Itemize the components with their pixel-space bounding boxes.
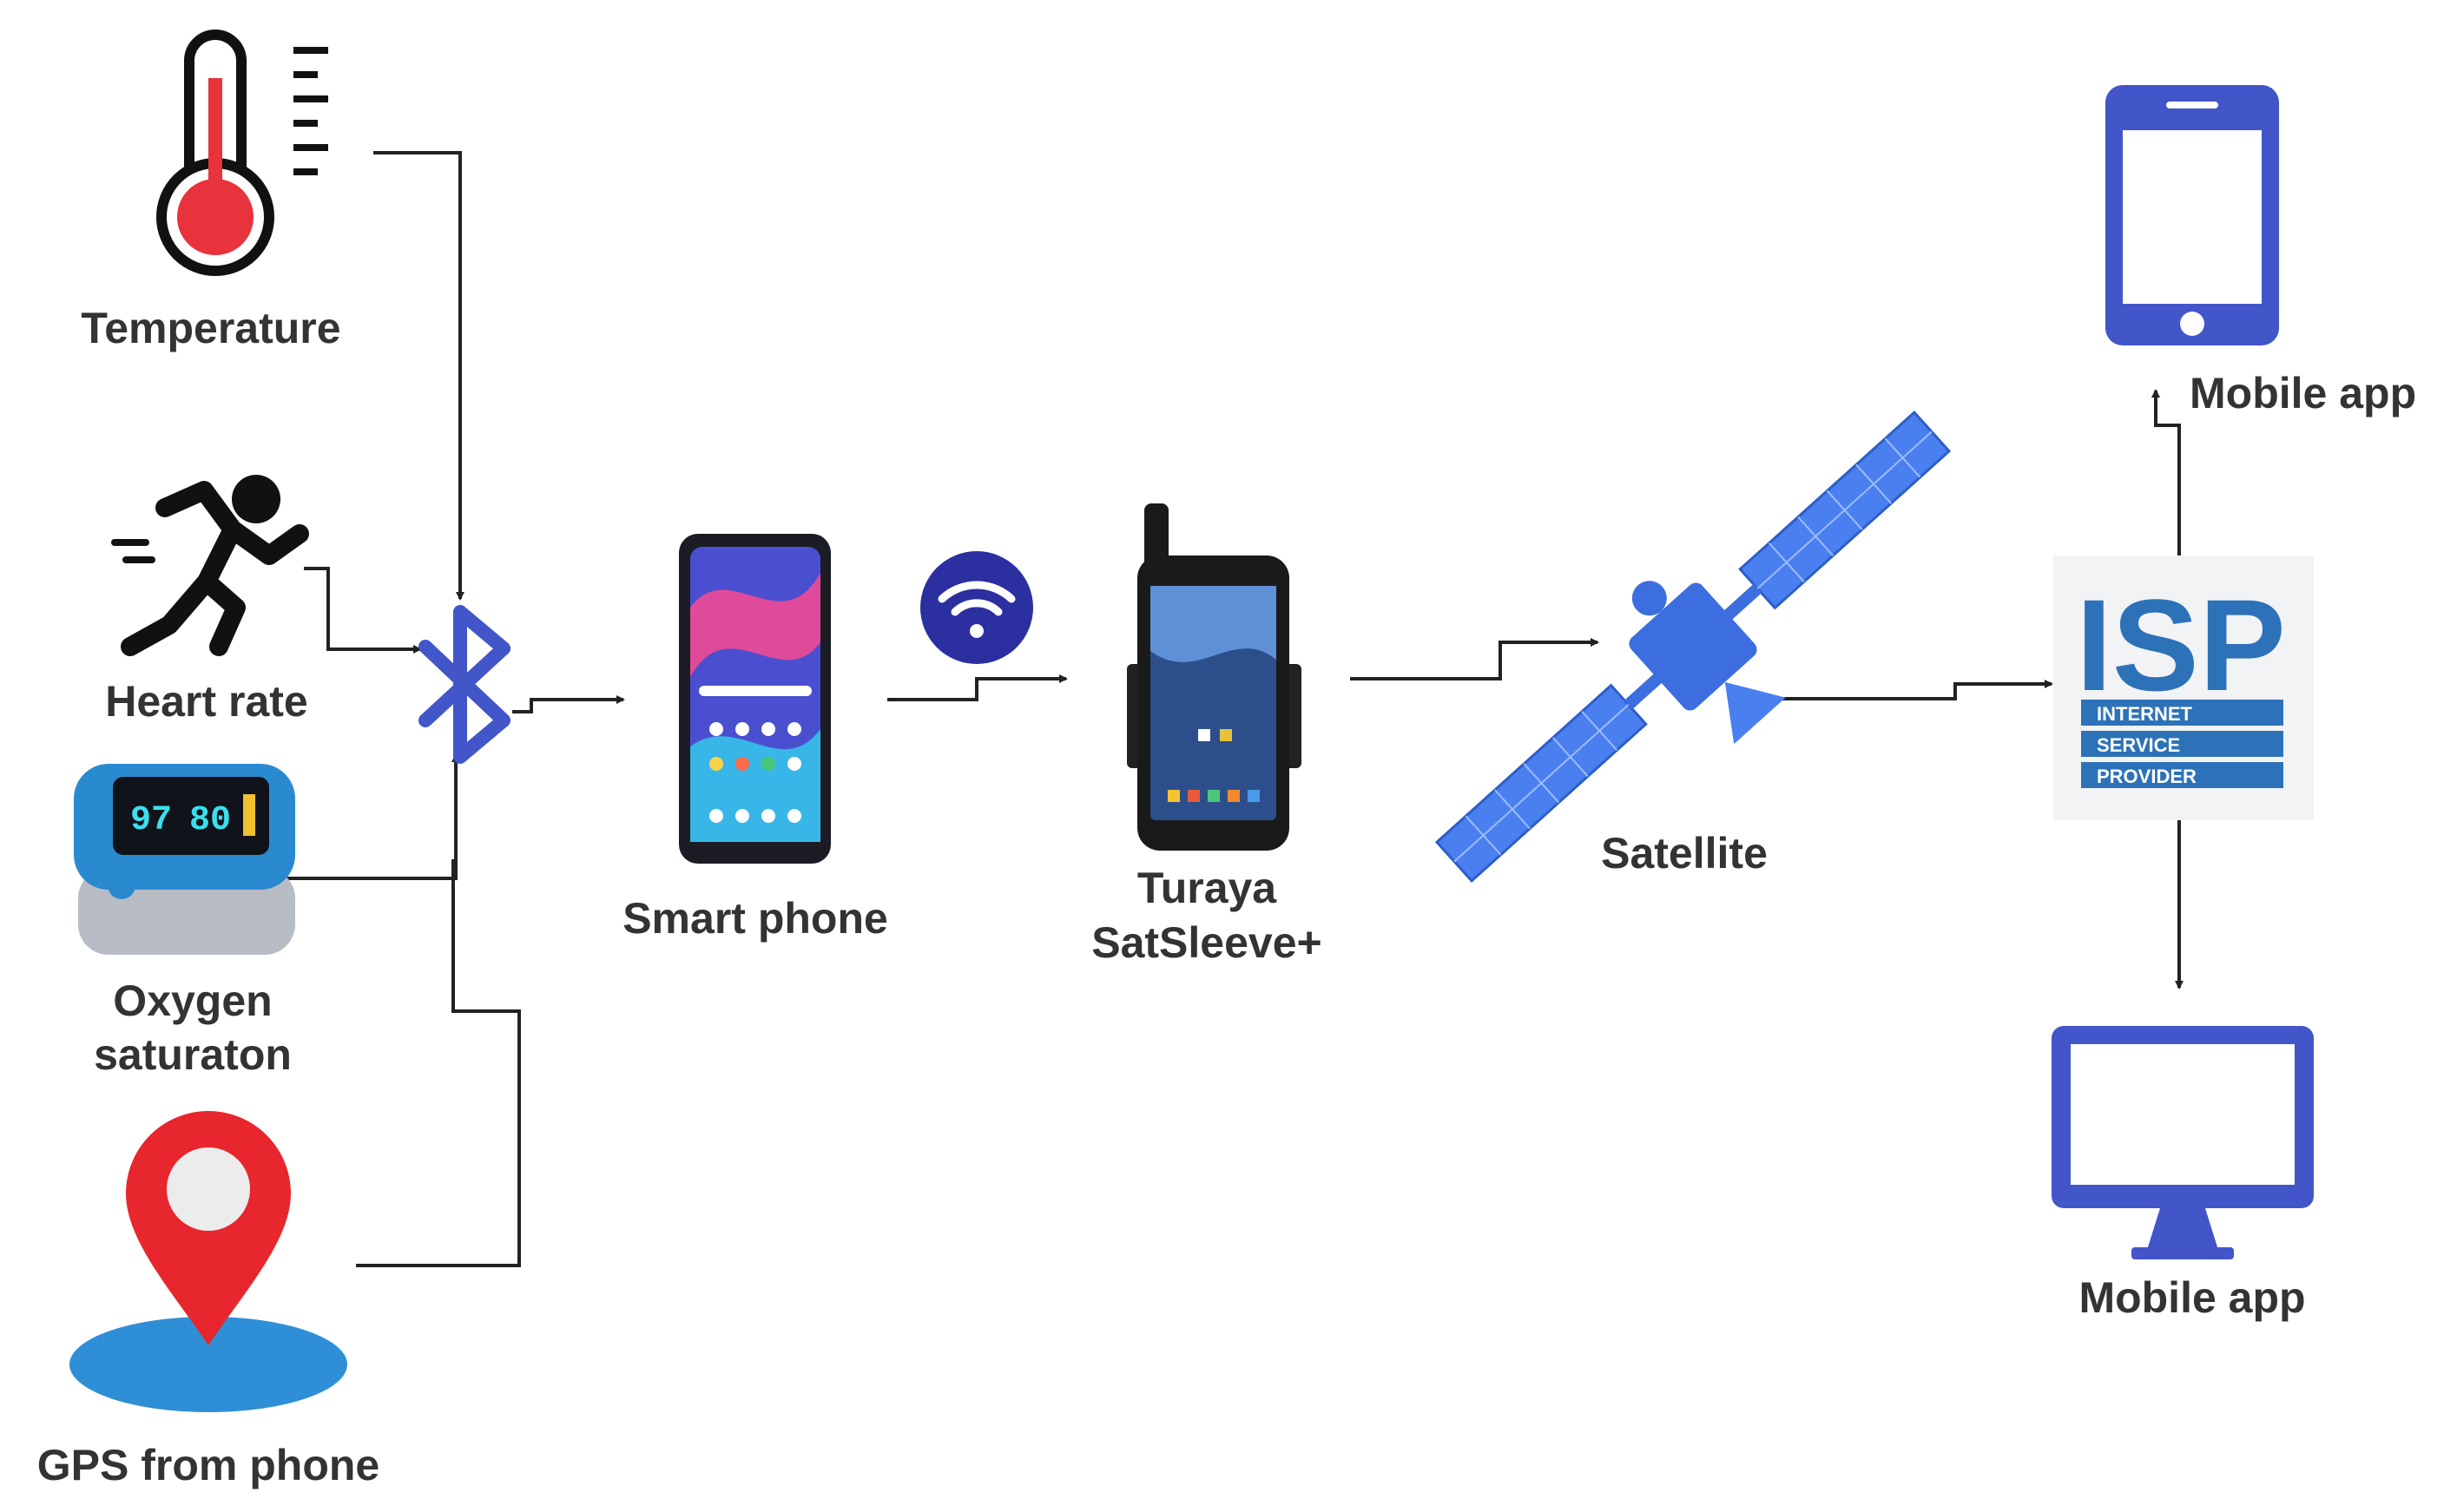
- turaya-label-line1: Turaya: [1137, 864, 1277, 912]
- desktop-app-node: Mobile app: [2052, 1026, 2314, 1322]
- pulse-oximeter-icon: 97 80: [74, 764, 295, 955]
- connector-smartphone-turaya: [887, 674, 1068, 701]
- connector-turaya-satellite: [1350, 638, 1599, 680]
- gps-node: GPS from phone: [37, 1111, 379, 1489]
- isp-logo: ISP INTERNET SERVICE PROVIDER: [2053, 555, 2314, 820]
- tablet-app-node: Mobile app: [2105, 85, 2416, 417]
- gps-label: GPS from phone: [37, 1441, 379, 1489]
- connector-oxygen-bluetooth: [287, 753, 460, 880]
- heart-rate-label: Heart rate: [105, 677, 307, 726]
- connector-satellite-isp: [1736, 680, 2053, 700]
- connector-bluetooth-smartphone: [512, 695, 625, 713]
- smartphone-label: Smart phone: [622, 894, 888, 943]
- isp-line1: INTERNET: [2097, 703, 2193, 725]
- oxygen-label-line1: Oxygen: [113, 976, 272, 1025]
- monitor-icon: [2052, 1026, 2314, 1259]
- satellite-label: Satellite: [1601, 829, 1768, 878]
- smartphone-node: Smart phone: [622, 534, 888, 943]
- oxygen-node: 97 80 Oxygen saturaton: [74, 764, 295, 1079]
- connector-temperature-bluetooth: [373, 151, 464, 601]
- desktop-app-label: Mobile app: [2078, 1273, 2305, 1322]
- connector-isp-tablet: [2151, 389, 2181, 557]
- thermometer-icon: [156, 30, 328, 276]
- satellite-icon: [1434, 411, 1952, 883]
- tablet-app-label: Mobile app: [2190, 369, 2416, 417]
- temperature-node: Temperature: [81, 30, 341, 352]
- svg-text:97: 97: [130, 801, 172, 840]
- isp-line2: SERVICE: [2097, 734, 2180, 756]
- runner-icon: [111, 475, 309, 656]
- connector-heart-rate-bluetooth: [304, 567, 422, 654]
- svg-text:80: 80: [189, 801, 231, 840]
- satellite-phone-icon: [1127, 503, 1301, 851]
- oxygen-label-line2: saturaton: [94, 1030, 292, 1079]
- temperature-label: Temperature: [81, 304, 340, 352]
- satellite-node: Satellite: [1434, 411, 1952, 883]
- bluetooth-icon: [418, 605, 511, 764]
- turaya-label-line2: SatSleeve+: [1091, 918, 1321, 967]
- smartphone-icon: [679, 534, 831, 864]
- turaya-node: Turaya SatSleeve+: [1091, 503, 1322, 967]
- wifi-icon: [920, 551, 1033, 664]
- heart-rate-node: Heart rate: [105, 475, 309, 726]
- isp-line3: PROVIDER: [2097, 766, 2197, 787]
- isp-node: ISP INTERNET SERVICE PROVIDER: [2053, 555, 2314, 820]
- connector-gps-bluetooth: [356, 859, 521, 1267]
- isp-title: ISP: [2076, 572, 2286, 718]
- tablet-icon: [2105, 85, 2279, 345]
- map-pin-icon: [69, 1111, 347, 1412]
- connectors: [287, 151, 2184, 1267]
